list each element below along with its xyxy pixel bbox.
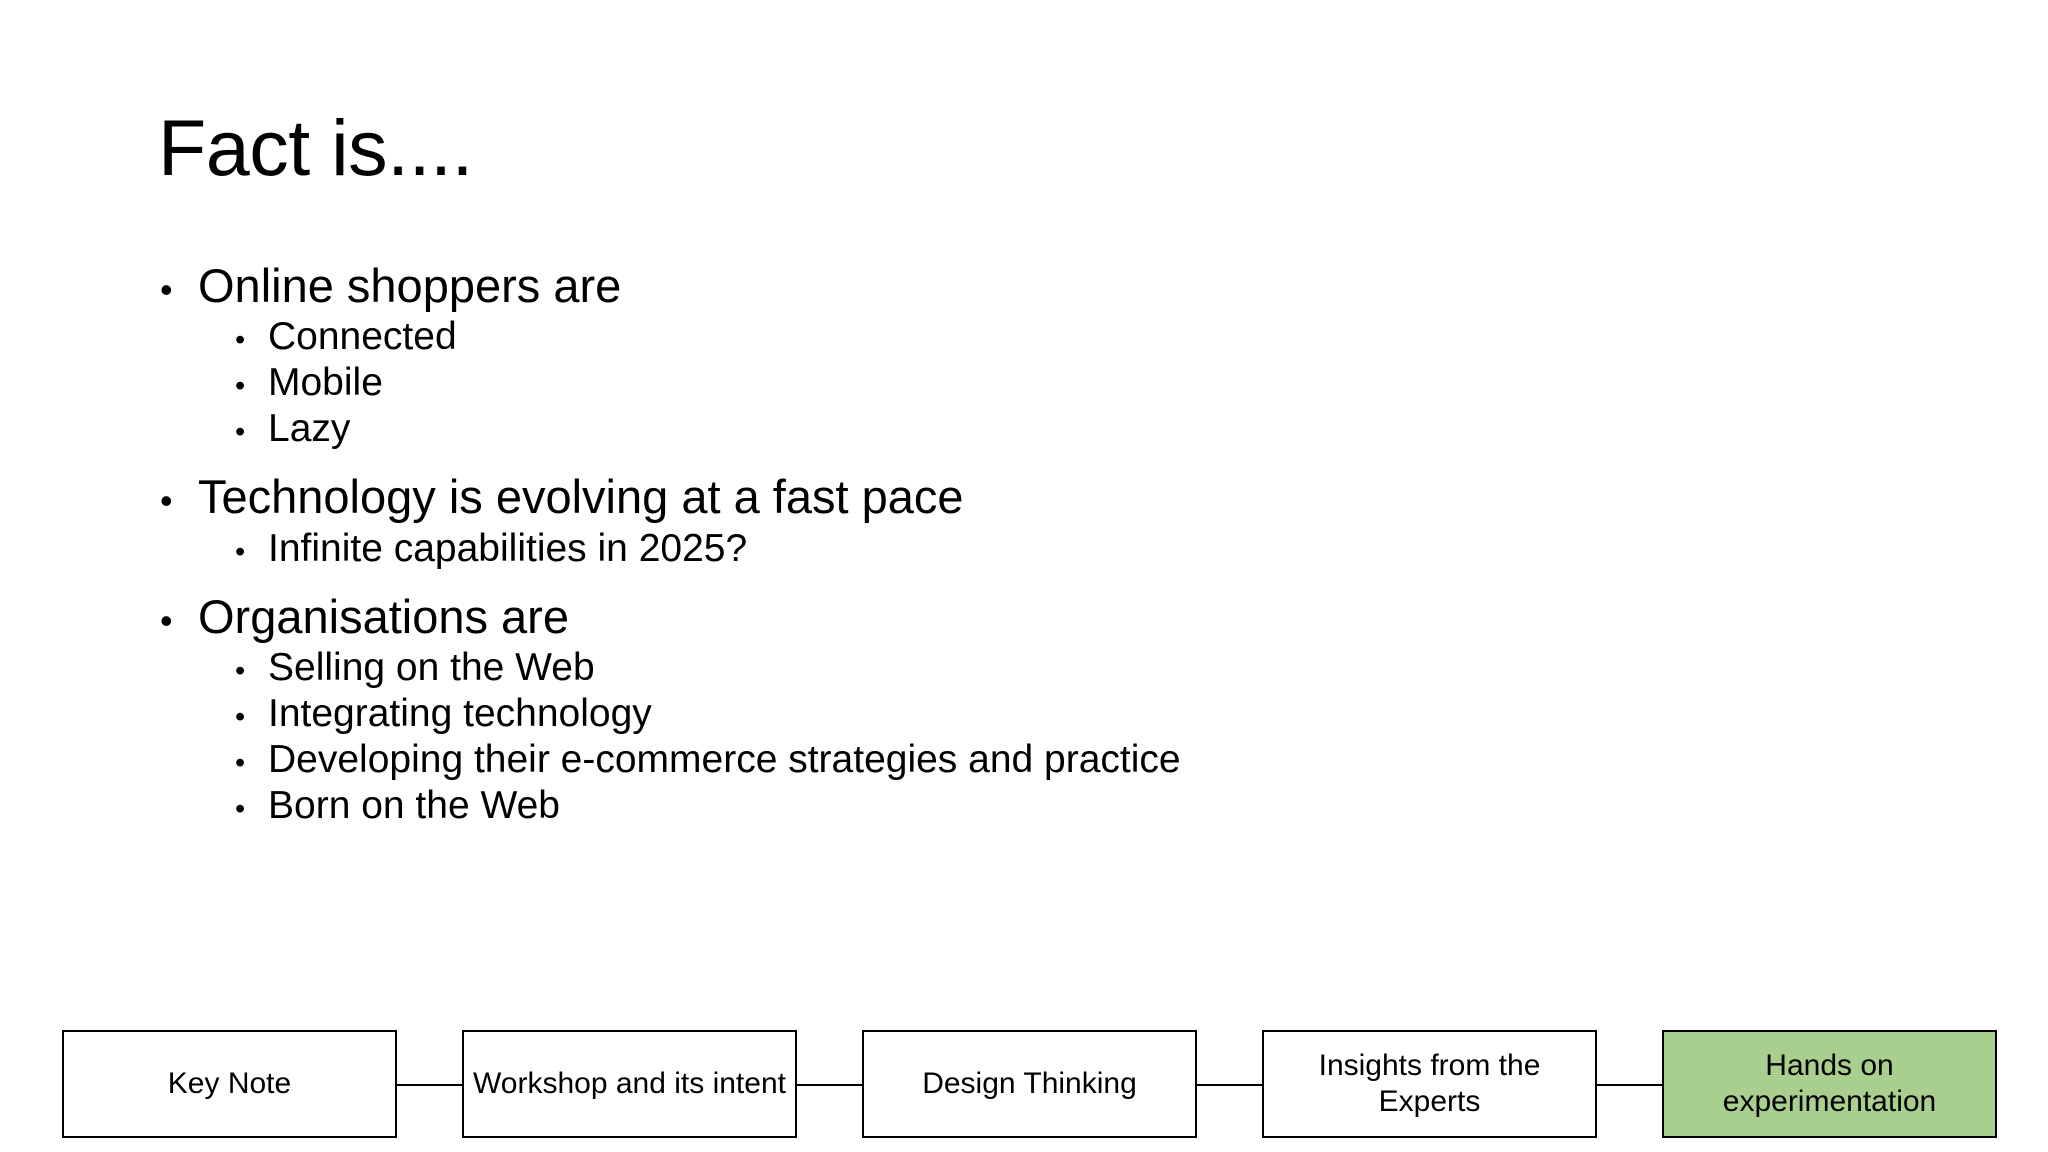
bullet-dot-icon: • — [235, 370, 246, 403]
bullet-level2: • Born on the Web — [235, 783, 1940, 829]
group-spacer — [160, 572, 1940, 586]
bullet-dot-icon: • — [235, 747, 246, 780]
bullet-text: Infinite capabilities in 2025? — [268, 526, 748, 570]
bullet-dot-icon: • — [160, 480, 173, 522]
bullet-text: Integrating technology — [268, 692, 652, 736]
flow-step-label: Hands on experimentation — [1722, 1049, 1937, 1118]
bullet-level2: • Lazy — [235, 406, 1940, 452]
bullet-level2: • Connected — [235, 314, 1940, 360]
bullet-dot-icon: • — [160, 599, 173, 641]
flow-step-label: Workshop and its intent — [473, 1067, 786, 1100]
bullet-text: Selling on the Web — [268, 646, 595, 690]
flow-step-workshop[interactable]: Workshop and its intent — [462, 1030, 797, 1138]
flow-step-hands-on[interactable]: Hands on experimentation — [1662, 1030, 1997, 1138]
bullet-text: Born on the Web — [268, 784, 560, 828]
bullet-text: Organisations are — [198, 589, 569, 643]
page-title: Fact is.... — [158, 103, 473, 192]
bullet-level1: • Online shoppers are — [160, 257, 1940, 314]
flow-step-label: Insights from the Experts — [1318, 1049, 1541, 1118]
bullet-dot-icon: • — [235, 655, 246, 688]
flow-connector-3 — [1197, 1084, 1262, 1086]
flow-step-key-note[interactable]: Key Note — [62, 1030, 397, 1138]
bullet-dot-icon: • — [235, 324, 246, 357]
bullet-level2: • Mobile — [235, 360, 1940, 406]
bullet-level2: • Selling on the Web — [235, 645, 1940, 691]
bullet-level1: • Technology is evolving at a fast pace — [160, 468, 1940, 525]
bullet-dot-icon: • — [235, 535, 246, 568]
bullet-text: Developing their e-commerce strategies a… — [268, 738, 1181, 782]
bullet-list: • Online shoppers are • Connected • Mobi… — [160, 255, 1940, 829]
bullet-dot-icon: • — [235, 701, 246, 734]
flow-step-label: Key Note — [167, 1067, 292, 1100]
bullet-text: Lazy — [268, 407, 351, 451]
flow-connector-1 — [397, 1084, 462, 1086]
group-spacer — [160, 452, 1940, 466]
bullet-text: Connected — [268, 315, 457, 359]
bullet-level2: • Infinite capabilities in 2025? — [235, 526, 1940, 572]
bullet-level2: • Integrating technology — [235, 691, 1940, 737]
bullet-text: Mobile — [268, 361, 383, 405]
bullet-text: Technology is evolving at a fast pace — [198, 470, 964, 524]
bullet-text: Online shoppers are — [198, 259, 622, 312]
bullet-level2: • Developing their e-commerce strategies… — [235, 737, 1940, 783]
bullet-dot-icon: • — [160, 269, 173, 310]
flow-step-insights[interactable]: Insights from the Experts — [1262, 1030, 1597, 1138]
bullet-dot-icon: • — [235, 793, 246, 826]
flow-connector-4 — [1597, 1084, 1662, 1086]
bullet-dot-icon: • — [235, 416, 246, 449]
flow-step-label: Design Thinking — [922, 1067, 1137, 1100]
flow-step-design-thinking[interactable]: Design Thinking — [862, 1030, 1197, 1138]
bullet-level1: • Organisations are — [160, 588, 1940, 645]
flow-connector-2 — [797, 1084, 862, 1086]
process-flow-diagram: Key Note Workshop and its intent Design … — [0, 1030, 2048, 1150]
